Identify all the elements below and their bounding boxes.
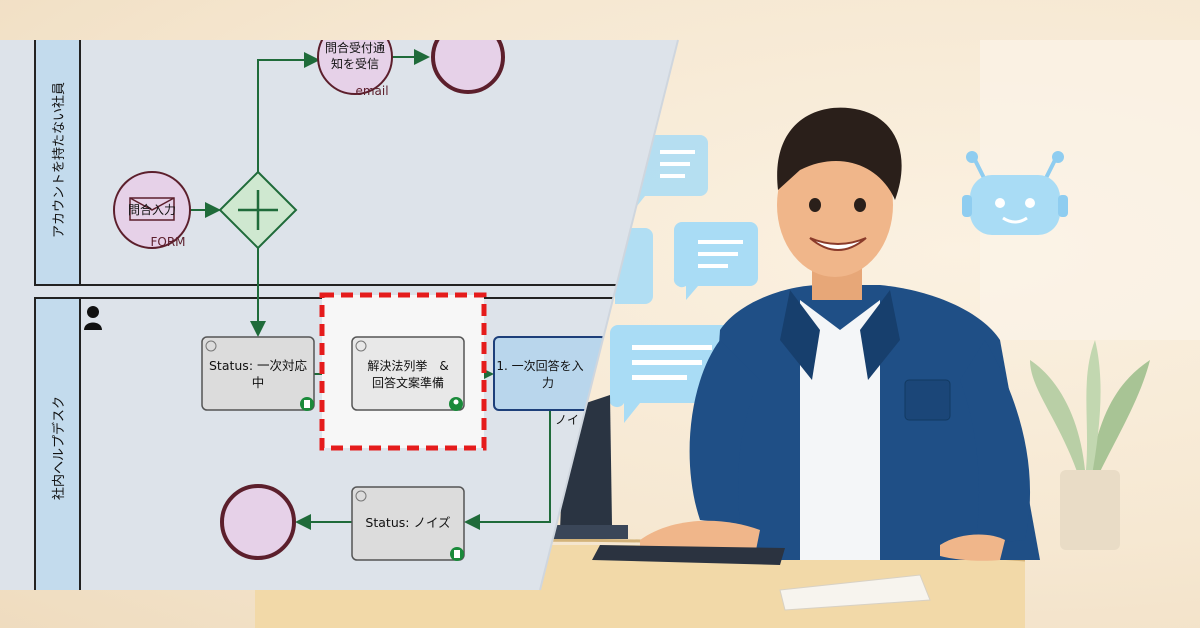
chat-bubble-icon bbox=[673, 222, 758, 300]
flow-gateway-to-notify bbox=[257, 52, 320, 172]
task-label: Status: ノイズ bbox=[365, 515, 450, 530]
task-label-line2: 回答文案準備 bbox=[372, 375, 444, 390]
notify-sub: email bbox=[355, 84, 388, 98]
flow-label-noise: ノイ bbox=[555, 413, 579, 427]
bpmn-diagram: アカウントを持たない社員 社内ヘルプデスク 問合入力 FORM bbox=[0, 20, 678, 598]
gear-icon bbox=[355, 490, 367, 502]
end-event-top[interactable] bbox=[431, 22, 505, 94]
lane-label-helpdesk: 社内ヘルプデスク bbox=[51, 396, 67, 500]
task-label-line2: 力 bbox=[542, 376, 554, 390]
panel-edge bbox=[539, 39, 679, 591]
notify-label-line1: 問合受付通 bbox=[325, 40, 385, 55]
chat-bubble-icon bbox=[631, 135, 708, 206]
parallel-gateway[interactable] bbox=[218, 170, 298, 250]
task-label-line1: Status: 一次対応 bbox=[209, 358, 308, 373]
person-illustration bbox=[640, 107, 1040, 561]
end-event-bottom[interactable] bbox=[220, 484, 296, 560]
start-event-label: 問合入力 bbox=[128, 202, 176, 217]
illustration bbox=[254, 40, 1200, 628]
envelope-icon bbox=[129, 197, 175, 221]
task-status-noise[interactable]: Status: ノイズ bbox=[351, 486, 465, 561]
gear-icon bbox=[205, 340, 217, 352]
task-solution-draft[interactable]: 解決法列挙 & 回答文案準備 bbox=[351, 336, 465, 411]
keyboard-illustration bbox=[592, 545, 785, 565]
task-status-first-response[interactable]: Status: 一次対応 中 bbox=[201, 336, 315, 411]
intermediate-event-email[interactable]: 問合受付通 知を受信 email bbox=[317, 20, 393, 98]
task-first-answer[interactable]: 1. 一次回答を入 力 ノイ bbox=[493, 336, 607, 427]
task-label-line2: 中 bbox=[252, 375, 265, 390]
lane-helpdesk-header[interactable] bbox=[34, 297, 81, 598]
lane-label-employee: アカウントを持たない社員 bbox=[51, 82, 67, 238]
lane-employee-header[interactable] bbox=[34, 30, 81, 286]
task-label-line1: 解決法列挙 & bbox=[367, 359, 448, 373]
start-event-form[interactable]: 問合入力 FORM bbox=[113, 171, 191, 249]
flow-answer-to-noise bbox=[464, 410, 551, 530]
papers-illustration bbox=[779, 574, 931, 611]
user-icon bbox=[84, 306, 102, 330]
gear-icon bbox=[355, 340, 367, 352]
task-label-line1: 1. 一次回答を入 bbox=[496, 358, 583, 373]
notify-label-line2: 知を受信 bbox=[331, 57, 379, 71]
robot-icon bbox=[962, 151, 1068, 235]
start-event-sub: FORM bbox=[150, 235, 185, 249]
plant-illustration bbox=[1030, 340, 1150, 550]
